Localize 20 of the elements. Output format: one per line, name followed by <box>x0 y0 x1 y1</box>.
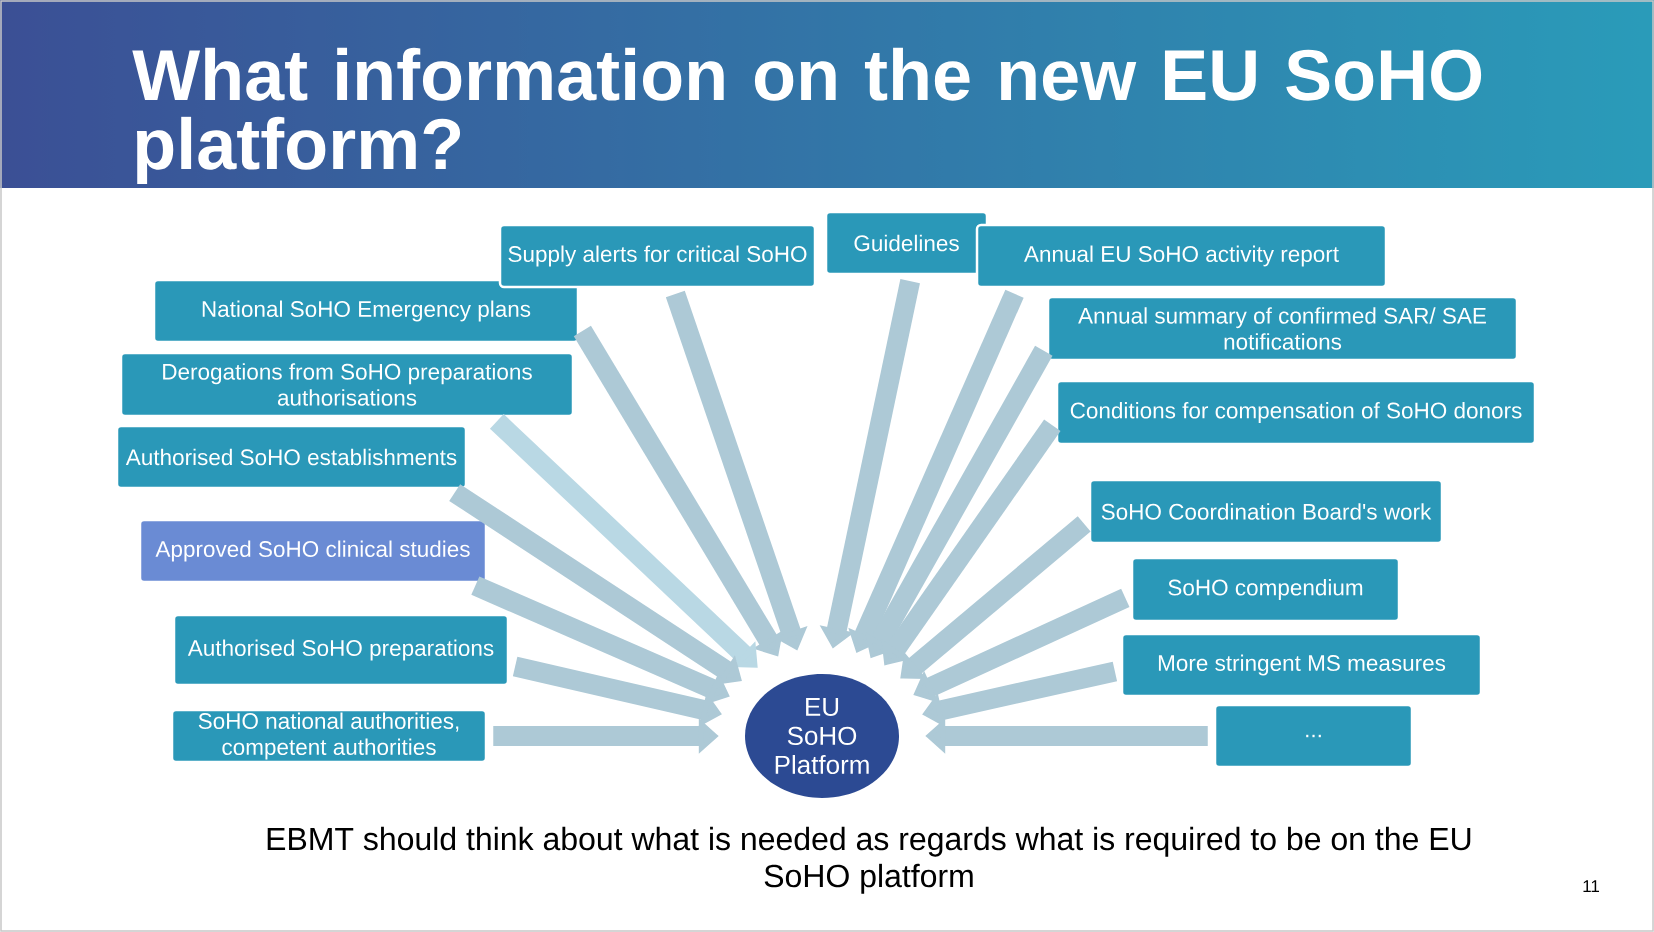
topic-box: Authorised SoHO establishments <box>115 424 468 490</box>
topic-box: Derogations from SoHO preparations authorisations <box>119 351 575 418</box>
arrow <box>900 516 1091 680</box>
topic-box: ... <box>1213 703 1414 769</box>
topic-box: Annual summary of confirmed SAR/ SAE notifications <box>1046 295 1519 362</box>
topic-box: SoHO compendium <box>1130 556 1401 623</box>
topic-box: Approved SoHO clinical studies <box>138 518 488 584</box>
topic-box: National SoHO Emergency plans <box>152 278 580 344</box>
topic-box: Conditions for compensation of SoHO donors <box>1055 379 1537 446</box>
topic-box: More stringent MS measures <box>1120 632 1483 698</box>
title: What information on the new EU SoHO platform? <box>132 47 1482 184</box>
topic-box: Annual EU SoHO activity report <box>975 223 1388 289</box>
caption: EBMT should think about what is needed as regards what is required to be on the EU SoHO platform <box>267 826 1471 894</box>
topic-box: Authorised SoHO preparations <box>172 613 510 687</box>
topic-box: Supply alerts for critical SoHO <box>498 223 817 289</box>
topic-box: Guidelines <box>824 210 989 276</box>
topic-box: SoHO Coordination Board's work <box>1088 478 1444 545</box>
topic-box: SoHO national authorities, competent authorities <box>170 708 488 764</box>
arrow <box>489 414 758 668</box>
page-number: 11 <box>1583 880 1599 892</box>
